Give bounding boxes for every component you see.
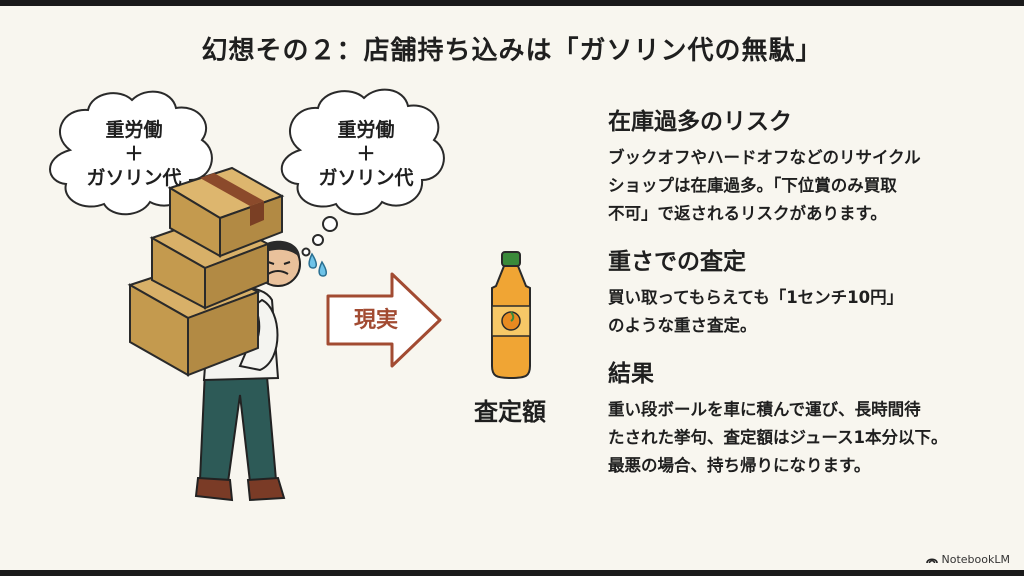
illustration bbox=[49, 88, 531, 502]
bubble-right-line1: 重労働 bbox=[337, 119, 395, 141]
bubble-left-line2: ＋ bbox=[124, 143, 144, 165]
thought-bubble-right bbox=[280, 88, 445, 257]
top-border bbox=[0, 0, 1024, 6]
bubble-left-line1: 重労働 bbox=[105, 119, 163, 141]
juice-bottle-icon bbox=[491, 251, 531, 380]
section-heading: 結果 bbox=[608, 361, 654, 387]
thought-bubble-right-text: 重労働 ＋ ガソリン代 bbox=[292, 118, 440, 190]
section-line: 買い取ってもらえても「1センチ10円」 bbox=[608, 288, 904, 307]
brand-label: NotebookLM bbox=[941, 553, 1010, 566]
bubble-right-line3: ガソリン代 bbox=[318, 167, 414, 189]
bubble-left-line3: ガソリン代 bbox=[86, 167, 182, 189]
section-inventory-risk: 在庫過多のリスク ブックオフやハードオフなどのリサイクル ショップは在庫過多。「… bbox=[608, 102, 988, 228]
section-line: ショップは在庫過多。「下位賞のみ買取 bbox=[608, 176, 897, 195]
bubble-right-line2: ＋ bbox=[356, 143, 376, 165]
slide-title: 幻想その２：店舗持ち込みは「ガソリン代の無駄」 bbox=[201, 36, 823, 66]
section-body: 重い段ボールを車に積んで運び、長時間待 たされた挙句、査定額はジュース1本分以下… bbox=[608, 396, 988, 480]
section-line: 不可」で返されるリスクがあります。 bbox=[608, 204, 887, 223]
section-heading: 在庫過多のリスク bbox=[608, 109, 792, 135]
section-line: のような重さ査定。 bbox=[608, 316, 757, 335]
section-weight-appraisal: 重さでの査定 買い取ってもらえても「1センチ10円」 のような重さ査定。 bbox=[608, 242, 988, 340]
footer-brand: NotebookLM bbox=[925, 553, 1010, 566]
arrow-icon bbox=[326, 272, 442, 368]
cardboard-boxes bbox=[127, 166, 285, 377]
section-line: 重い段ボールを車に積んで運び、長時間待 bbox=[608, 400, 921, 419]
bottom-border bbox=[0, 570, 1024, 576]
section-line: たされた挙句、査定額はジュース1本分以下。 bbox=[608, 428, 948, 447]
section-body: 買い取ってもらえても「1センチ10円」 のような重さ査定。 bbox=[608, 284, 988, 340]
notebooklm-logo-icon bbox=[925, 558, 938, 564]
section-result: 結果 重い段ボールを車に積んで運び、長時間待 たされた挙句、査定額はジュース1本… bbox=[608, 354, 988, 480]
bottle-caption: 査定額 bbox=[474, 398, 546, 426]
thought-bubble-left-text: 重労働 ＋ ガソリン代 bbox=[60, 118, 208, 190]
section-line: ブックオフやハードオフなどのリサイクル bbox=[608, 148, 921, 167]
section-heading: 重さでの査定 bbox=[608, 249, 746, 275]
arrow-label: 現実 bbox=[353, 308, 398, 333]
section-body: ブックオフやハードオフなどのリサイクル ショップは在庫過多。「下位賞のみ買取 不… bbox=[608, 144, 988, 228]
section-line: 最悪の場合、持ち帰りになります。 bbox=[608, 456, 871, 475]
